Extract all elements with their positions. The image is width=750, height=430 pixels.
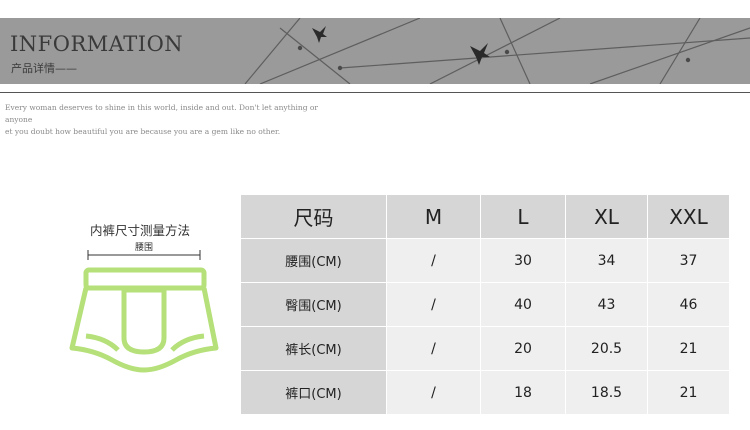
divider [0, 92, 750, 93]
table-cell: / [386, 370, 481, 415]
table-cell: 20 [480, 326, 566, 371]
table-row: 裤长(CM) / 20 20.5 21 [240, 326, 730, 371]
size-chart-table: 尺码 M L XL XXL 腰围(CM) / 30 34 37 臀围(CM) /… [240, 194, 730, 415]
size-column-l: L [480, 194, 566, 239]
table-cell: / [386, 282, 481, 327]
row-label: 裤口(CM) [240, 370, 387, 415]
table-cell: 20.5 [565, 326, 648, 371]
bird-icon [312, 26, 327, 43]
table-cell: 18.5 [565, 370, 648, 415]
garment-outline [69, 267, 219, 373]
table-row: 臀围(CM) / 40 43 46 [240, 282, 730, 327]
table-row: 腰围(CM) / 30 34 37 [240, 238, 730, 283]
waist-label: 腰围 [135, 242, 153, 253]
tagline: Every woman deserves to shine in this wo… [5, 102, 335, 138]
table-cell: / [386, 238, 481, 283]
size-column-m: M [386, 194, 481, 239]
table-cell: 18 [480, 370, 566, 415]
table-cell: 43 [565, 282, 648, 327]
table-cell: 40 [480, 282, 566, 327]
table-cell: 30 [480, 238, 566, 283]
bird-icon [470, 43, 490, 65]
table-cell: 46 [647, 282, 730, 327]
row-label: 裤长(CM) [240, 326, 387, 371]
size-column-xxl: XXL [647, 194, 730, 239]
table-header-row: 尺码 M L XL XXL [240, 194, 730, 239]
banner-title: INFORMATION [10, 32, 184, 56]
table-cell: 34 [565, 238, 648, 283]
table-cell: 37 [647, 238, 730, 283]
table-cell: / [386, 326, 481, 371]
tagline-line-1: Every woman deserves to shine in this wo… [5, 103, 318, 124]
row-label: 腰围(CM) [240, 238, 387, 283]
table-row: 裤口(CM) / 18 18.5 21 [240, 370, 730, 415]
table-cell: 21 [647, 326, 730, 371]
header-banner: INFORMATION 产品详情—— [0, 18, 750, 84]
banner-subtitle: 产品详情—— [11, 62, 77, 75]
diagram-title: 内裤尺寸测量方法 [90, 223, 191, 238]
tagline-line-2: et you doubt how beautiful you are becau… [5, 127, 281, 136]
row-label: 臀围(CM) [240, 282, 387, 327]
table-cell: 21 [647, 370, 730, 415]
size-header: 尺码 [240, 194, 387, 239]
banner-lines-decoration [244, 18, 750, 84]
underwear-measurement-diagram: 腰围 [69, 242, 219, 373]
size-column-xl: XL [565, 194, 648, 239]
